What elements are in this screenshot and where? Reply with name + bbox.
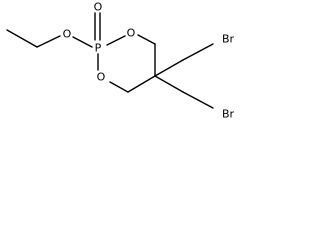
bromine-bottom-label: Br [222, 108, 235, 121]
ring-oxygen-top-label: O [127, 27, 136, 40]
bond-cq-ch2-bottom [127, 75, 156, 93]
bond-ethyl-c1-c2 [6, 29, 38, 48]
ring-oxygen-bottom-label: O [97, 71, 106, 84]
bonds [6, 12, 214, 109]
bond-ch2-br-top [182, 43, 214, 61]
bond-p-ring-o-top [106, 35, 126, 46]
bond-ch2-br-bottom [182, 91, 214, 109]
atom-labels: O O P O O Br Br [63, 1, 235, 121]
bromine-top-label: Br [222, 33, 235, 46]
ethoxy-oxygen-label: O [63, 28, 72, 41]
bond-ring-o-top-ch2 [137, 34, 156, 45]
bond-ethoxy-o-p [72, 36, 93, 48]
bond-cq-ch2br-bottom [154, 75, 184, 93]
bond-ch2-bottom-ring-o [109, 81, 129, 93]
oxo-oxygen-label: O [94, 1, 103, 14]
chemical-structure: O O P O O Br Br [6, 1, 235, 121]
bond-ethyl-c2-o [36, 35, 61, 48]
phosphorus-label: P [95, 42, 102, 55]
bond-cq-ch2br-top [154, 59, 184, 77]
